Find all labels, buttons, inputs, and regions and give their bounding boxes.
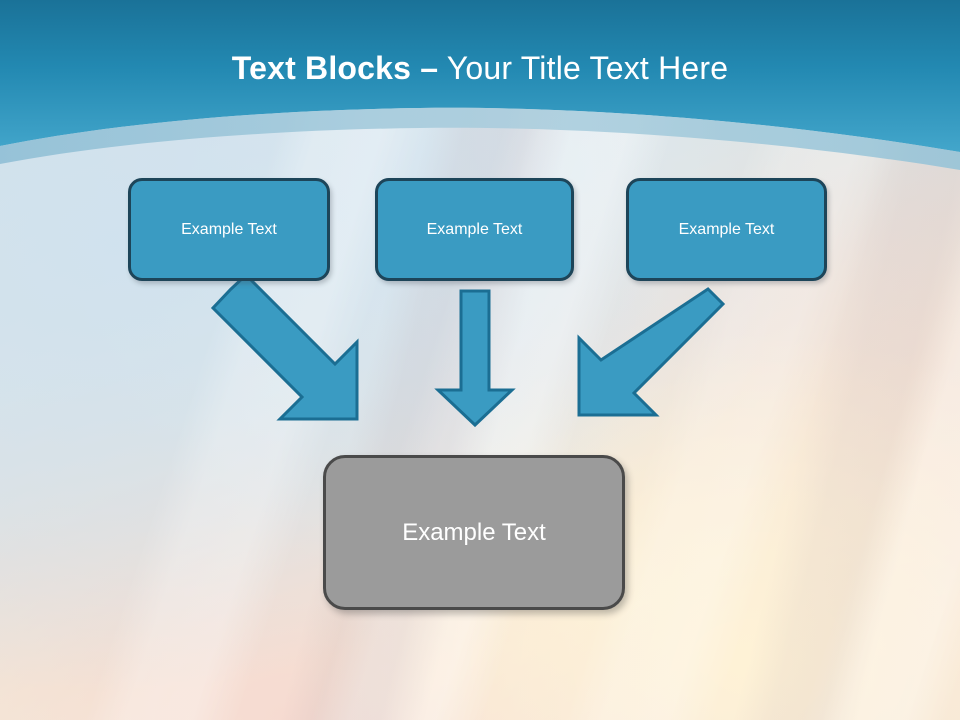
text-block-1-label: Example Text xyxy=(181,220,277,238)
text-block-result[interactable]: Example Text xyxy=(323,455,625,610)
page-title-light: Your Title Text Here xyxy=(438,50,729,86)
text-block-3-label: Example Text xyxy=(678,220,775,238)
text-block-3[interactable]: Example Text xyxy=(626,178,827,281)
text-block-result-label: Example Text xyxy=(402,518,546,546)
text-block-2[interactable]: Example Text xyxy=(375,178,574,281)
page-title-bold: Text Blocks – xyxy=(231,50,439,86)
text-block-2-label: Example Text xyxy=(426,220,523,238)
text-block-1[interactable]: Example Text xyxy=(128,178,330,281)
page-title: Text Blocks – Your Title Text Here xyxy=(0,50,960,87)
